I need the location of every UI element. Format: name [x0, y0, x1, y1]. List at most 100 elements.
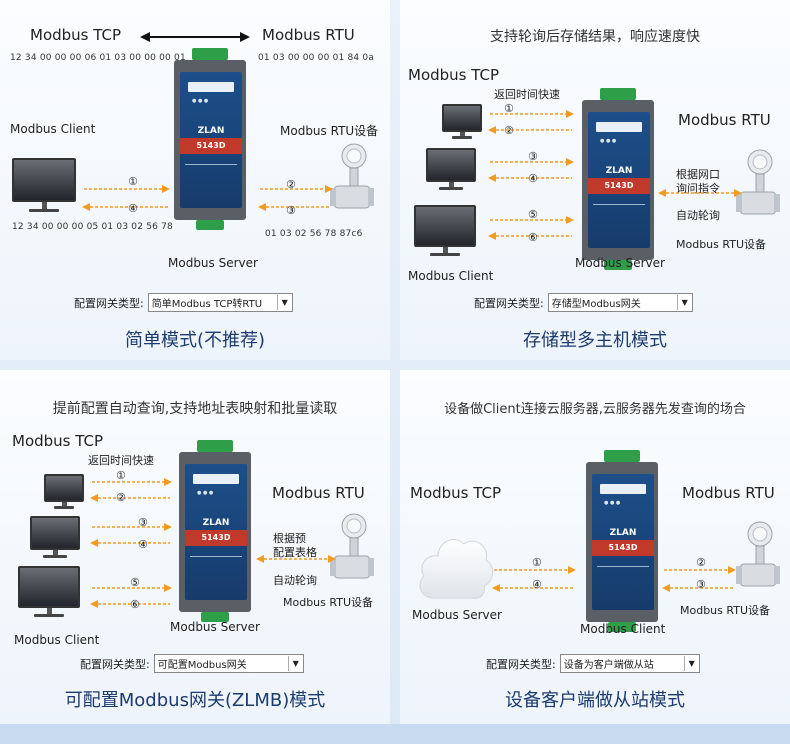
arrow-head-icon — [734, 189, 742, 197]
step-3: ③ — [138, 516, 148, 529]
modbus-server-label: Modbus Server — [575, 256, 665, 270]
device-part — [188, 82, 234, 92]
device-part — [600, 484, 646, 494]
hex-request-rtu: 01 03 00 00 00 01 84 0a — [258, 53, 375, 63]
arrow-pair-right — [662, 566, 736, 592]
arrow-head-icon — [488, 126, 496, 134]
arrow-head-icon — [492, 584, 500, 592]
step-3: ③ — [528, 150, 538, 163]
modbus-client-label: Modbus Client — [10, 122, 96, 136]
device-part — [592, 540, 654, 556]
device-brand: ZLAN — [202, 518, 230, 528]
bidirectional-arrow-icon — [140, 32, 250, 42]
device-part — [596, 122, 642, 132]
arrow-head-icon — [488, 174, 496, 182]
gateway-type-label: 配置网关类型: — [74, 296, 144, 310]
rtu-device-label: Modbus RTU设备 — [280, 124, 379, 138]
cloud-icon — [419, 539, 493, 599]
gateway-type-select[interactable]: 设备为客户端做从站 ▼ — [559, 654, 700, 673]
note-line-1: 根据预 — [273, 532, 306, 545]
panel-simple-mode: Modbus TCP Modbus RTU 12 34 00 00 00 06 … — [0, 0, 390, 360]
gateway-type-value: 可配置Modbus网关 — [157, 660, 247, 671]
arrow-pair-left — [82, 185, 170, 211]
arrow-head-icon — [566, 158, 574, 166]
bottom-band — [0, 724, 790, 744]
modbus-client-label: Modbus Client — [14, 633, 100, 647]
gateway-type-value: 简单Modbus TCP转RTU — [151, 299, 263, 310]
flow-meter-shape — [330, 143, 374, 209]
arrow-head-icon — [164, 584, 172, 592]
rtu-device-label: Modbus RTU设备 — [283, 596, 373, 609]
flow-meter-icon — [330, 512, 374, 594]
arrow-right-bidirectional — [256, 555, 336, 563]
gateway-type-select[interactable]: 存储型Modbus网关 ▼ — [547, 293, 693, 312]
chevron-down-icon[interactable]: ▼ — [287, 656, 303, 671]
flow-meter-icon — [736, 520, 780, 602]
panel-storage-mode: 支持轮询后存储结果，响应速度快 Modbus TCP 返回时间快速 ● ● ●Z… — [400, 0, 790, 360]
arrow-head-icon — [662, 584, 670, 592]
flow-meter-shape — [330, 513, 374, 579]
arrow-head-icon — [90, 600, 98, 608]
chevron-down-icon[interactable]: ▼ — [683, 656, 699, 671]
fast-return-label: 返回时间快速 — [494, 88, 560, 101]
device-brand: ZLAN — [197, 126, 225, 136]
device-model: 5143D — [604, 181, 634, 190]
auto-poll-label: 自动轮询 — [676, 209, 720, 222]
chevron-down-icon[interactable]: ▼ — [276, 295, 292, 310]
device-part — [185, 164, 237, 193]
arrow-head-icon — [162, 185, 170, 193]
modbus-client-label: Modbus Client — [408, 269, 494, 283]
device-part: ● ● ● — [197, 490, 214, 496]
mode-title: 存储型多主机模式 — [523, 330, 667, 351]
arrow-head-icon — [258, 203, 266, 211]
arrow-pair-2 — [488, 158, 574, 182]
device-part — [608, 622, 636, 632]
step-4: ④ — [528, 172, 538, 185]
device-model: 5143D — [608, 543, 638, 552]
monitor-icon — [44, 474, 84, 509]
monitor-icon — [30, 516, 80, 558]
step-1: ① — [532, 556, 542, 569]
gateway-type-label: 配置网关类型: — [486, 657, 556, 671]
modbus-server-label: Modbus Server — [412, 608, 502, 622]
panel-configurable-mode: 提前配置自动查询,支持地址表映射和批量读取 Modbus TCP 返回时间快速 … — [0, 370, 390, 730]
arrow-head-icon — [658, 189, 666, 197]
flow-meter-icon — [736, 148, 780, 230]
gateway-type-row: 配置网关类型: 可配置Modbus网关 ▼ — [80, 654, 304, 673]
gateway-type-row: 配置网关类型: 设备为客户端做从站 ▼ — [486, 654, 700, 673]
device-part — [193, 474, 239, 484]
arrow-pair-left — [492, 566, 576, 592]
monitor-icon — [12, 158, 76, 212]
gateway-type-select[interactable]: 简单Modbus TCP转RTU ▼ — [147, 293, 293, 312]
arrow-head-icon — [82, 203, 90, 211]
gateway-type-select[interactable]: 可配置Modbus网关 ▼ — [153, 654, 304, 673]
device-part — [180, 138, 242, 154]
step-1: ① — [128, 175, 138, 188]
flow-meter-shape — [736, 149, 780, 215]
device-part — [600, 88, 636, 100]
arrow-pair-3 — [488, 216, 574, 240]
device-part — [192, 48, 228, 60]
device-brand: ZLAN — [605, 166, 633, 176]
gateway-type-label: 配置网关类型: — [80, 657, 150, 671]
arrow-pair-1 — [488, 110, 574, 134]
arrow-head-icon — [164, 523, 172, 531]
mode-title: 可配置Modbus网关(ZLMB)模式 — [64, 690, 326, 711]
gateway-type-value: 设备为客户端做从站 — [563, 660, 654, 671]
step-1: ① — [504, 102, 514, 115]
device-part — [201, 612, 229, 622]
hex-response-rtu: 01 03 02 56 78 87c6 — [265, 229, 363, 239]
flow-meter-shape — [736, 521, 780, 587]
arrow-head-icon — [256, 555, 264, 563]
modbus-tcp-title: Modbus TCP — [30, 26, 122, 44]
hex-response-tcp: 12 34 00 00 00 05 01 03 02 56 78 — [12, 222, 173, 232]
arrow-head-icon — [90, 494, 98, 502]
chevron-down-icon[interactable]: ▼ — [676, 295, 692, 310]
arrow-head-icon — [566, 110, 574, 118]
